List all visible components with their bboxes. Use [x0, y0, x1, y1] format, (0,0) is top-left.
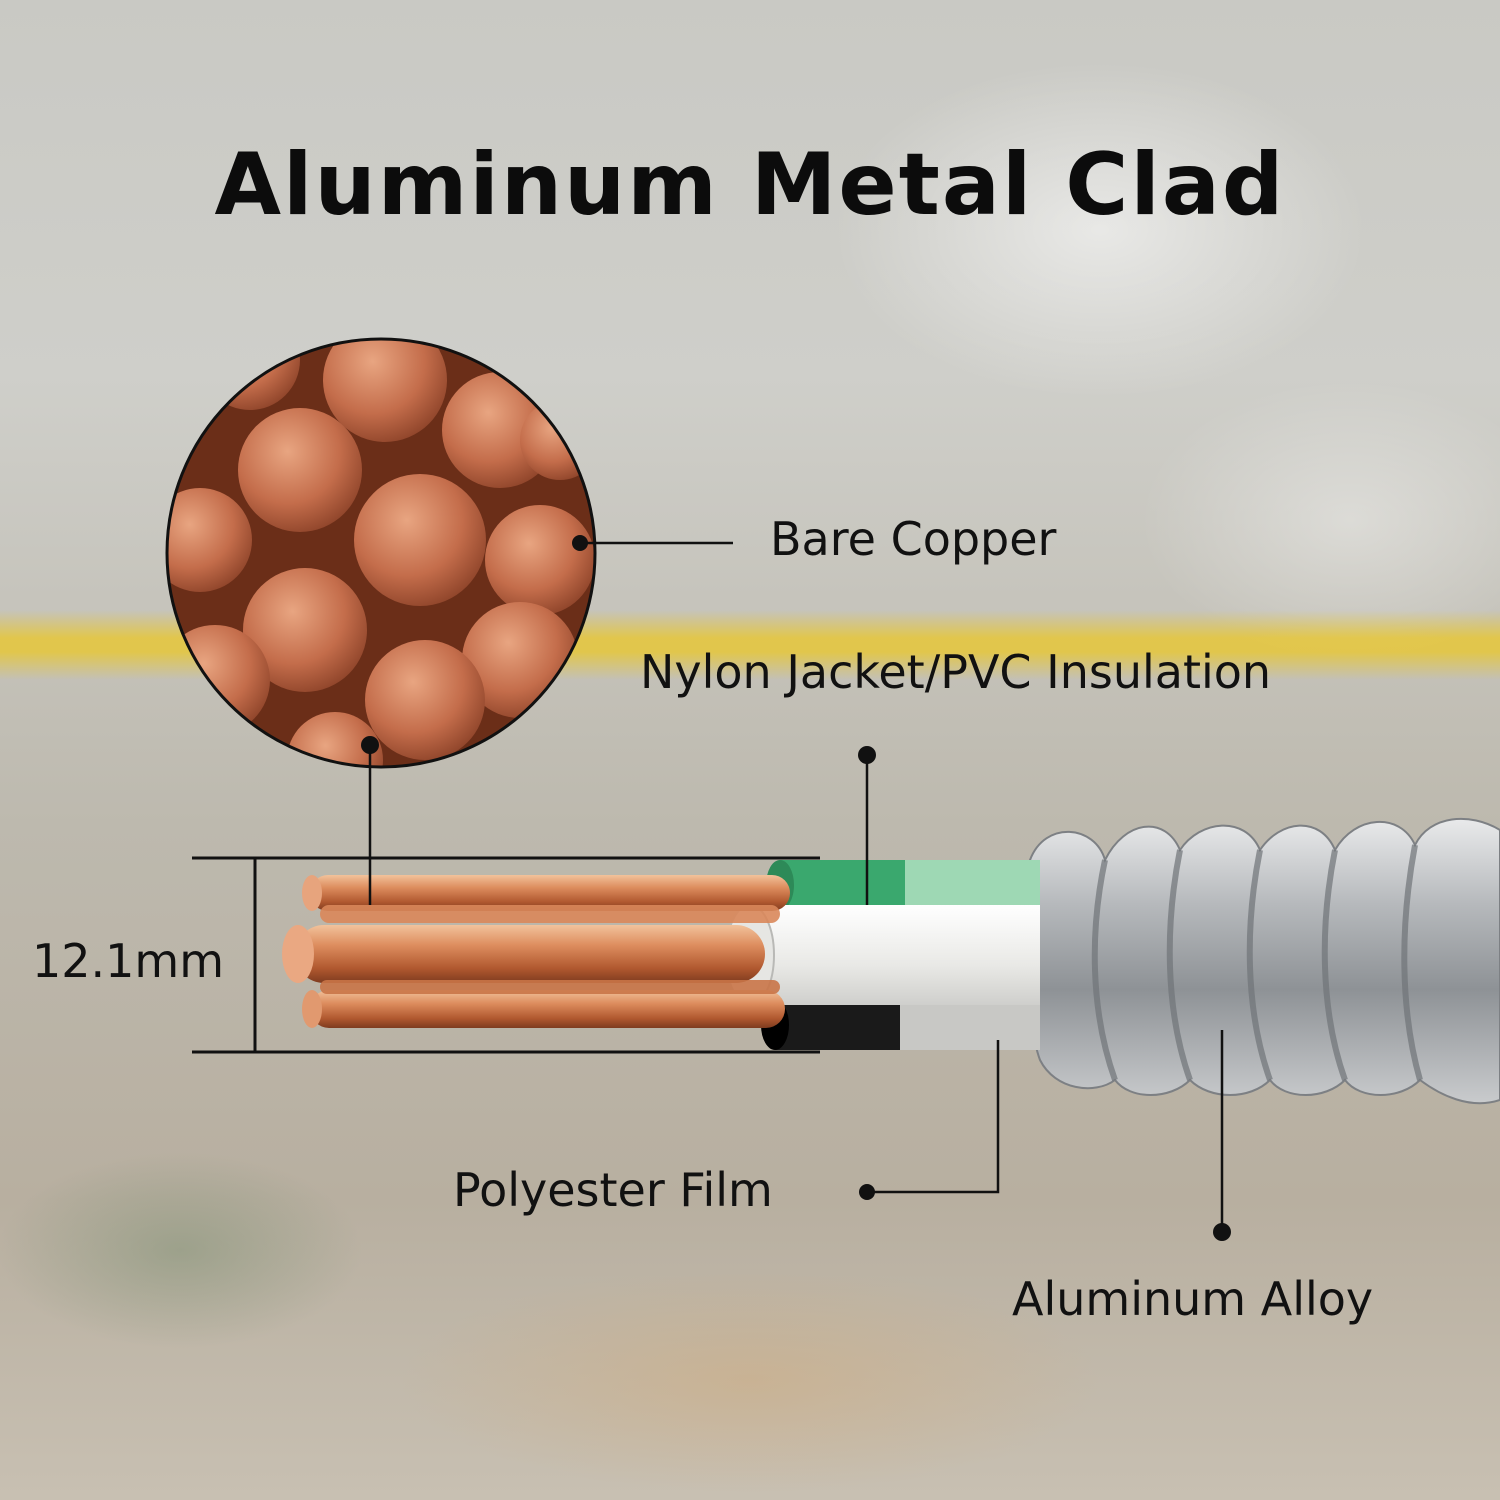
- label-nylon-jacket: Nylon Jacket/PVC Insulation: [640, 645, 1272, 699]
- dimension-marker: [192, 856, 820, 1054]
- copper-strands: [282, 875, 790, 1028]
- dimension-label: 12.1mm: [32, 934, 225, 988]
- aluminum-armor: [1023, 817, 1500, 1105]
- black-conductor: [761, 1000, 1040, 1050]
- label-bare-copper: Bare Copper: [770, 512, 1057, 566]
- green-conductor: [766, 860, 1040, 910]
- page-title: Aluminum Metal Clad: [214, 135, 1286, 235]
- copper-closeup-circle: [165, 337, 597, 769]
- label-polyester-film: Polyester Film: [453, 1163, 773, 1217]
- white-conductor: [725, 904, 1040, 1006]
- label-aluminum-alloy: Aluminum Alloy: [1012, 1272, 1374, 1326]
- callout-leaders: [361, 535, 1231, 1241]
